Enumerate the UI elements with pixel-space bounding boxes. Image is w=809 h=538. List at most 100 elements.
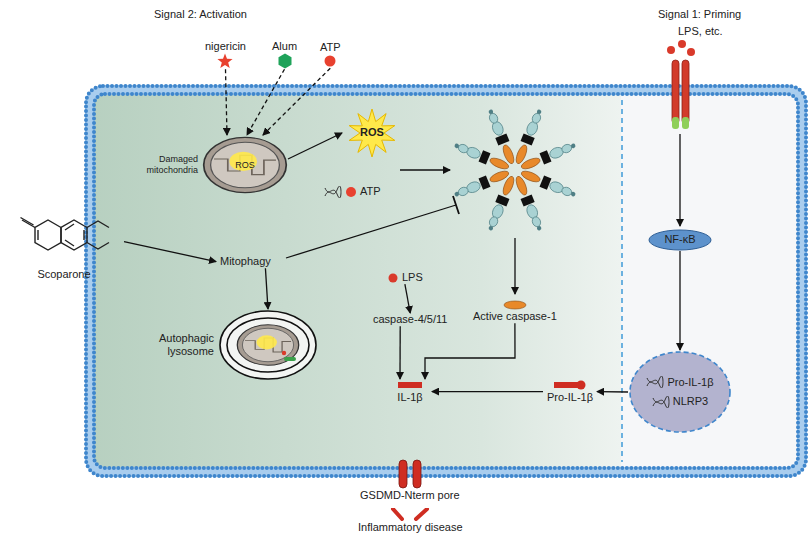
- art-g: [452, 167, 510, 200]
- art-rect: [495, 134, 509, 146]
- art-g: [452, 107, 577, 232]
- diagram-node: GSDMD-Nterm pore: [356, 459, 464, 502]
- nucleus: [628, 350, 732, 434]
- art-polygon: [278, 54, 291, 69]
- art-ellipse: [531, 216, 542, 228]
- art-path: [87, 243, 109, 250]
- arrow-connector: [247, 69, 285, 135]
- lps-dot: [387, 272, 399, 284]
- disease-fragments: [390, 508, 430, 521]
- diagram-node: LPS: [383, 271, 427, 284]
- art-ellipse: [489, 169, 511, 184]
- art-rect: [495, 194, 509, 206]
- art-ellipse: [211, 142, 280, 188]
- gsdmd-pore: [395, 459, 425, 489]
- nigericin-star: [217, 53, 233, 69]
- art-line: [65, 224, 74, 230]
- art-g: [21, 218, 110, 251]
- atp-dot: [345, 186, 357, 198]
- art-ellipse: [220, 311, 316, 379]
- art-ellipse: [488, 216, 499, 228]
- art-line: [83, 230, 84, 240]
- art-path: [393, 509, 427, 519]
- node-text: ROS: [360, 126, 384, 139]
- art-path: [653, 396, 669, 406]
- art-line: [65, 240, 74, 246]
- art-rect: [672, 117, 679, 129]
- art-rect: [521, 194, 535, 206]
- node-text: Damaged mitochondria: [124, 154, 198, 176]
- autophagic-lysosome: [218, 309, 318, 381]
- node-text: LPS: [402, 271, 423, 284]
- art-polygon: [349, 109, 395, 157]
- diagram-node: Autophagic lysosome: [218, 309, 318, 381]
- arrow-connector: [399, 326, 401, 379]
- art-line: [400, 169, 450, 170]
- node-text: Alum: [272, 40, 297, 53]
- arrow-connector: [432, 391, 543, 392]
- art-ellipse: [531, 112, 542, 124]
- art-g: [485, 174, 518, 232]
- art-ellipse: [504, 301, 526, 309]
- gene-row: NLRP3: [652, 395, 708, 408]
- art-rect: [413, 460, 421, 488]
- art-circle: [667, 46, 675, 54]
- node-text: Mitophagy: [220, 255, 271, 268]
- arrow-connector: [124, 242, 216, 262]
- node-text: Active caspase-1: [473, 310, 557, 323]
- art-circle: [536, 109, 542, 115]
- diagram-node: Mitophagy: [216, 255, 275, 268]
- diagram-node: ATP: [320, 185, 385, 198]
- art-circle: [454, 191, 460, 197]
- arrow-connector: [288, 133, 342, 159]
- art-rect: [284, 357, 296, 361]
- diagram-node: Pro-IL-1βNLRP3: [628, 350, 732, 434]
- dna-icon: [324, 186, 342, 198]
- art-rect: [86, 86, 806, 476]
- signal-label: Signal 1: Priming: [658, 8, 741, 20]
- node-text: Pro-IL-1β: [667, 376, 713, 389]
- art-ellipse: [561, 143, 573, 154]
- art-g: [519, 140, 577, 173]
- diagram-node: IL-1β: [388, 379, 432, 404]
- signal-label: LPS, etc.: [678, 25, 723, 37]
- art-path: [325, 186, 341, 196]
- diagram-node: Active caspase-1: [469, 300, 561, 323]
- art-path: [647, 376, 663, 386]
- icon-row: ATP: [324, 185, 381, 198]
- diagram-node: Inflammatory disease: [354, 508, 467, 534]
- art-rect: [90, 90, 802, 472]
- node-text: GSDMD-Nterm pore: [360, 489, 460, 502]
- art-circle: [570, 191, 576, 197]
- art-line: [679, 134, 680, 226]
- art-rect: [399, 460, 407, 488]
- art-line: [37, 230, 38, 240]
- art-polygon: [35, 220, 61, 250]
- art-circle: [536, 225, 542, 231]
- dna-icon: [646, 376, 664, 388]
- art-ellipse: [242, 328, 293, 361]
- art-ellipse: [488, 112, 499, 124]
- art-circle: [678, 40, 686, 48]
- art-g: [452, 140, 510, 173]
- art-line: [453, 196, 459, 214]
- art-g: [512, 174, 545, 232]
- art-rect: [94, 94, 798, 468]
- art-ellipse: [561, 186, 573, 197]
- node-text: NLRP3: [673, 395, 708, 408]
- art-ellipse: [457, 143, 469, 154]
- diagram-node: Damaged mitochondriaROS: [202, 135, 288, 195]
- art-rect: [682, 117, 689, 129]
- art-rect: [479, 176, 491, 190]
- diagram-node: nigericin: [201, 40, 250, 69]
- node-text: NF-κB: [664, 233, 695, 246]
- art-rect: [479, 150, 491, 164]
- node-text: ATP: [360, 185, 381, 198]
- art-circle: [687, 48, 695, 56]
- art-rect: [539, 150, 551, 164]
- art-ellipse: [204, 137, 287, 192]
- art-circle: [488, 109, 494, 115]
